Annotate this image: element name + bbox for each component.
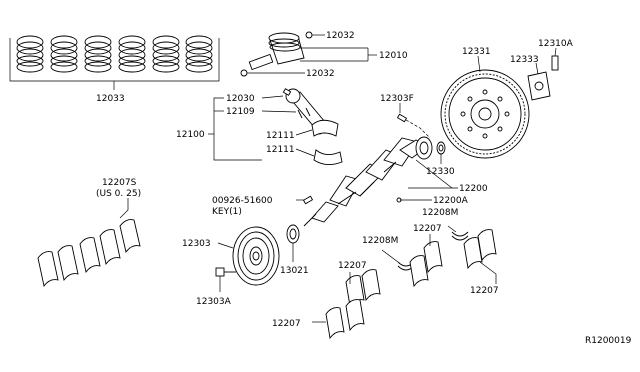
label-12207S: 12207S xyxy=(102,178,137,188)
label-12207S-undersize: (US 0. 25) xyxy=(96,189,141,199)
label-12111-upper: 12111 xyxy=(266,131,295,141)
label-12207-a: 12207 xyxy=(413,224,442,234)
pilot-bushing xyxy=(436,141,446,164)
drive-plate xyxy=(527,47,559,101)
main-bearing-d xyxy=(312,299,365,340)
label-13021: 13021 xyxy=(280,266,309,276)
main-bearing-b xyxy=(463,229,497,284)
label-12208M-upper: 12208M xyxy=(422,208,458,218)
label-12111-lower: 12111 xyxy=(266,145,295,155)
thrust-washer-lower xyxy=(381,249,415,271)
label-12208M-lower: 12208M xyxy=(362,236,398,246)
label-12033: 12033 xyxy=(96,94,125,104)
label-12333: 12333 xyxy=(510,55,539,65)
label-12207-b: 12207 xyxy=(338,261,367,271)
label-12310A: 12310A xyxy=(538,39,574,49)
thrust-washer-upper xyxy=(447,225,469,241)
label-00926-51600: 00926-51600 xyxy=(212,196,273,206)
label-12207-d: 12207 xyxy=(272,319,301,329)
label-12010: 12010 xyxy=(379,51,408,61)
piston-assembly xyxy=(240,31,377,77)
label-12330: 12330 xyxy=(426,167,455,177)
front-oil-seal xyxy=(286,224,300,262)
label-12100: 12100 xyxy=(176,130,205,140)
label-12207-c: 12207 xyxy=(470,286,499,296)
flywheel xyxy=(440,55,530,159)
connecting-rod-assembly xyxy=(208,88,343,165)
label-12200: 12200 xyxy=(459,184,488,194)
pulley-bolt xyxy=(215,267,236,292)
label-12032-bottom: 12032 xyxy=(306,69,335,79)
woodruff-key xyxy=(296,195,314,205)
label-12032-top: 12032 xyxy=(326,31,355,41)
label-12303: 12303 xyxy=(182,239,211,249)
crankshaft xyxy=(303,136,458,227)
crank-pulley xyxy=(217,226,280,286)
label-12303F: 12303F xyxy=(380,94,414,104)
main-bearing-c xyxy=(345,269,381,308)
main-bearing-a xyxy=(409,234,443,288)
diagram-reference-code: R1200019 xyxy=(585,336,632,346)
label-12303A: 12303A xyxy=(196,297,232,307)
label-12331: 12331 xyxy=(462,47,491,57)
label-12200A: 12200A xyxy=(433,196,469,206)
piston-ring-sets xyxy=(9,35,220,90)
callout-labels: 12033 12032 12010 12032 12030 12109 1210… xyxy=(96,31,632,346)
label-12109: 12109 xyxy=(226,107,255,117)
main-bearing-set-undersize xyxy=(37,198,141,288)
label-12030: 12030 xyxy=(226,94,255,104)
label-key: KEY(1) xyxy=(212,207,242,217)
dowel-pin xyxy=(396,103,431,139)
